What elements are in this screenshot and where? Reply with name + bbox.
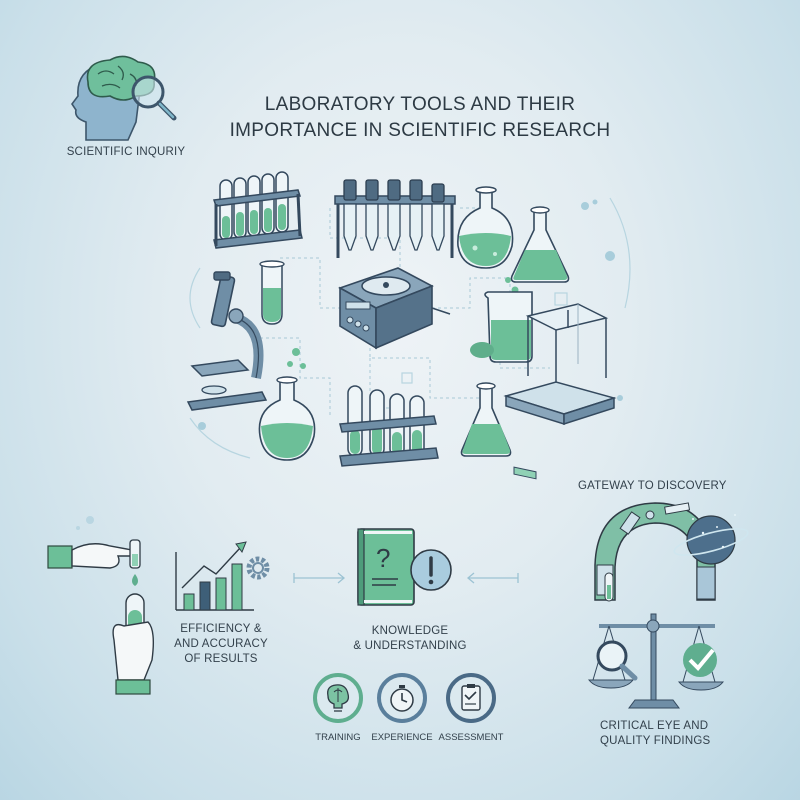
round-flask-icon: [457, 186, 514, 269]
pillar-label: TRAINING: [315, 732, 361, 743]
arrow-left-icon: [466, 572, 519, 584]
efficiency-line-1: EFFICIENCY &: [180, 623, 262, 635]
growth-chart-icon: [175, 541, 254, 611]
arrow-right-icon: [293, 572, 346, 584]
book-question-exclamation-icon: ?: [357, 528, 452, 606]
pipette-rack-icon: [334, 179, 456, 258]
hands-pipetting-chart-icon: [47, 516, 270, 695]
brain-bulb-icon: [313, 673, 363, 723]
stopwatch-icon: [377, 673, 427, 723]
scientific-inquiry-logo: [66, 52, 186, 152]
erlenmeyer-flask-icon: [510, 206, 570, 283]
test-tube-rack-icon: [212, 171, 303, 249]
centrifuge-icon: [338, 267, 451, 350]
analytical-balance-icon: [503, 303, 617, 480]
knowledge-line-1: KNOWLEDGE: [371, 625, 449, 637]
logo-caption: SCIENTIFIC INQURIY: [66, 146, 186, 158]
knowledge-line-2: & UNDERSTANDING: [353, 640, 467, 652]
critical-caption: CRITICAL EYE AND QUALITY FINDINGS: [600, 719, 720, 749]
pillar-training: TRAINING: [308, 672, 368, 743]
page-title: LABORATORY TOOLS AND THEIR IMPORTANCE IN…: [200, 92, 640, 144]
arch-planet-icon: [594, 502, 749, 602]
pillar-label: EXPERIENCE: [371, 732, 433, 743]
svg-text:?: ?: [376, 543, 390, 573]
critical-line-2: QUALITY FINDINGS: [600, 735, 711, 747]
balance-scale-icon: [587, 613, 725, 709]
efficiency-caption: EFFICIENCY & AND ACCURACY OF RESULTS: [166, 622, 276, 667]
microscope-icon: [186, 271, 268, 411]
clipboard-check-icon: [446, 673, 496, 723]
efficiency-line-2: AND ACCURACY: [174, 638, 268, 650]
lab-tools-cluster: [186, 171, 631, 480]
beaker-icon: [470, 277, 533, 363]
critical-line-1: CRITICAL EYE AND: [600, 720, 709, 732]
round-flask-icon: [258, 348, 316, 461]
knowledge-caption: KNOWLEDGE & UNDERSTANDING: [340, 624, 480, 654]
erlenmeyer-flask-icon: [460, 382, 512, 457]
efficiency-line-3: OF RESULTS: [184, 653, 258, 665]
pillar-label: ASSESSMENT: [438, 732, 504, 743]
gear-icon: [246, 556, 270, 580]
magnifier-icon: [596, 640, 638, 681]
test-tube-rack-icon: [339, 385, 439, 467]
brain-magnifier-icon: [71, 55, 177, 141]
pillar-assessment: ASSESSMENT: [434, 672, 508, 743]
title-line-1: LABORATORY TOOLS AND THEIR: [264, 94, 576, 115]
gateway-caption: GATEWAY TO DISCOVERY: [578, 480, 727, 492]
test-tube-icon: [259, 260, 285, 325]
pillar-experience: EXPERIENCE: [370, 672, 434, 743]
title-line-2: IMPORTANCE IN SCIENTIFIC RESEARCH: [229, 120, 611, 141]
check-circle-icon: [683, 643, 717, 677]
